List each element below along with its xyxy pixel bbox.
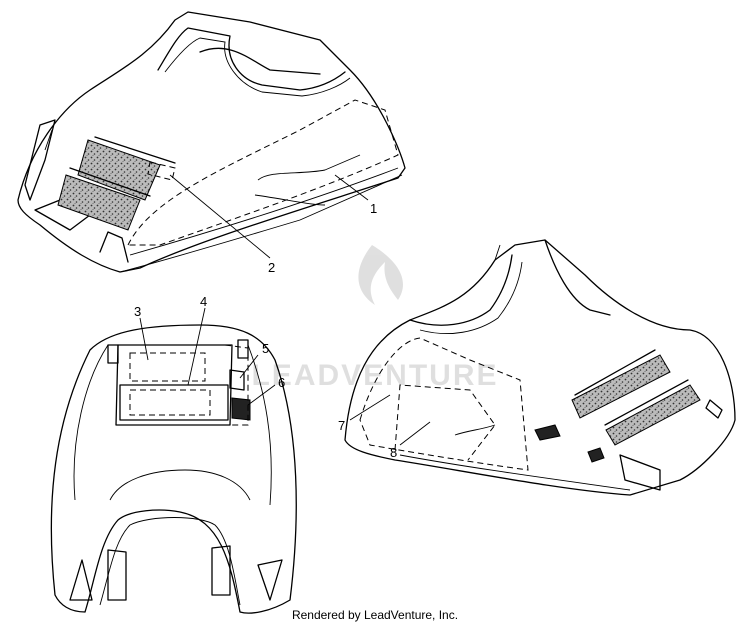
leader-1 [334,174,369,201]
credit-text: Rendered by LeadVenture, Inc. [291,608,459,622]
callout-1: 1 [370,201,377,216]
leader-2 [169,174,271,259]
leader-7 [349,394,391,421]
callout-4: 4 [200,294,207,309]
callout-5: 5 [262,341,269,356]
watermark-logo: LEADVENTURE [251,245,498,392]
leader-8 [399,421,431,446]
callout-2: 2 [268,260,275,275]
callout-8: 8 [390,445,397,460]
leader-3 [139,317,149,361]
watermark-text: LEADVENTURE [251,359,498,392]
callout-3: 3 [134,304,141,319]
callout-7: 7 [338,418,345,433]
hood-side-view [344,239,736,496]
leader-4 [187,307,206,386]
leader-5 [239,354,259,379]
hood-top-view [17,11,406,273]
leader-6 [247,384,276,406]
hood-front-view [50,324,297,614]
callout-6: 6 [278,375,285,390]
